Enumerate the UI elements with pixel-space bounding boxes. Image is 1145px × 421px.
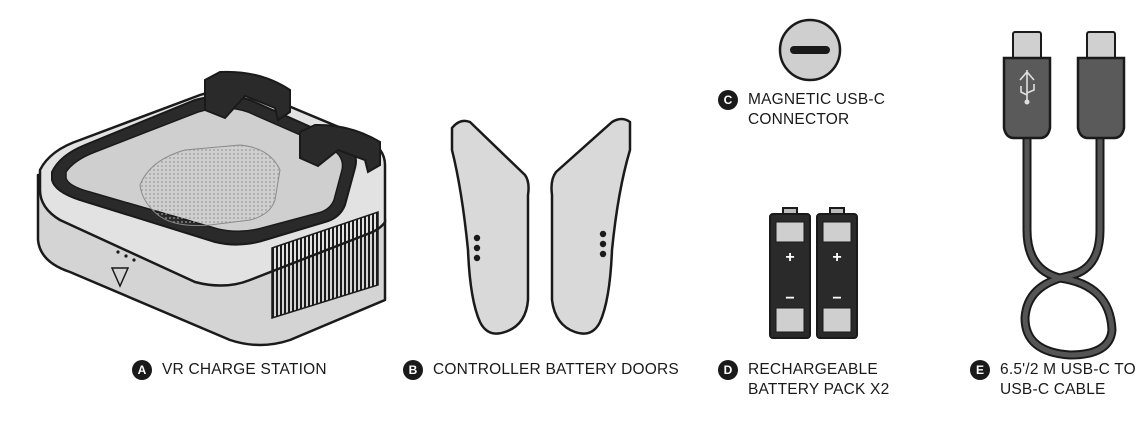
component-b: B CONTROLLER BATTERY DOORS <box>403 360 679 380</box>
letter-badge-a: A <box>132 360 152 380</box>
battery-2 <box>816 207 858 339</box>
component-c: C MAGNETIC USB-C CONNECTOR <box>718 90 885 130</box>
controller-battery-doors-illustration <box>450 117 632 335</box>
battery-1-plus-sign: + <box>785 249 794 266</box>
letter-badge-d: D <box>718 360 738 380</box>
magnetic-usb-c-connector-illustration <box>778 18 842 82</box>
component-b-label: CONTROLLER BATTERY DOORS <box>433 361 679 378</box>
component-a-label: VR CHARGE STATION <box>162 361 327 378</box>
letter-badge-e: E <box>970 360 990 380</box>
component-d-label: RECHARGEABLE BATTERY PACK X2 <box>748 361 890 398</box>
component-d: D RECHARGEABLE BATTERY PACK X2 <box>718 360 889 400</box>
component-a: A VR CHARGE STATION <box>132 360 327 380</box>
usb-c-cable-illustration <box>1002 31 1126 360</box>
rechargeable-battery-pack-illustration: + − + − <box>769 207 858 339</box>
component-c-label: MAGNETIC USB-C CONNECTOR <box>748 91 886 128</box>
battery-1-minus-sign: − <box>785 290 794 307</box>
battery-2-plus-sign: + <box>832 249 841 266</box>
letter-badge-b: B <box>403 360 423 380</box>
letter-badge-c: C <box>718 90 738 110</box>
component-e-label: 6.5'/2 M USB-C TO USB-C CABLE <box>1000 361 1136 398</box>
component-e: E 6.5'/2 M USB-C TO USB-C CABLE <box>970 360 1136 400</box>
battery-1 <box>769 207 811 339</box>
battery-2-minus-sign: − <box>832 290 841 307</box>
vr-charge-station-illustration <box>36 70 387 347</box>
